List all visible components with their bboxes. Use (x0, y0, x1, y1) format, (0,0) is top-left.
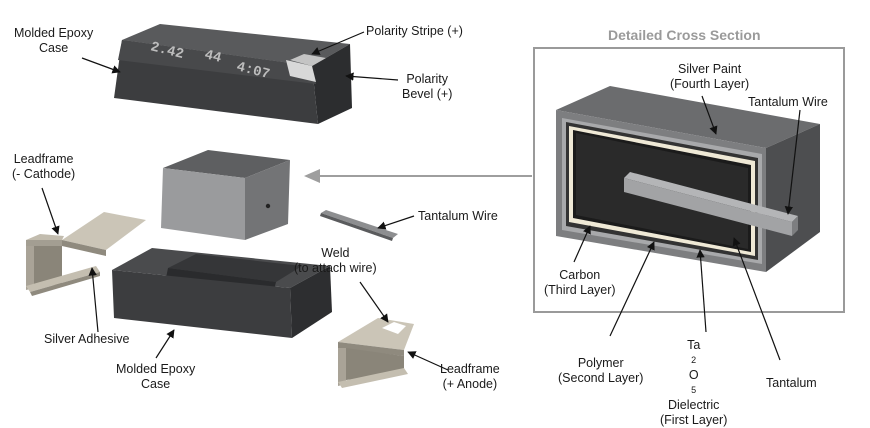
leader-polymer (609, 241, 655, 337)
cross-section-tantalum-wire (624, 172, 798, 236)
leader-carbon (573, 225, 591, 263)
tantalum-wire-loose (320, 210, 398, 241)
label-tantalum: Tantalum (766, 376, 817, 390)
polarity-stripe-side (286, 60, 316, 82)
leader-leadframe-cathode (41, 187, 60, 235)
label-leadframe-anode: Leadframe (+ Anode) (440, 362, 500, 391)
leader-leadframe-anode (407, 351, 449, 371)
label-molded-epoxy-case-bottom: Molded Epoxy Case (116, 362, 196, 391)
leader-lines (41, 31, 449, 371)
leader-polarity-stripe (311, 31, 365, 55)
label-leadframe-cathode: Leadframe (- Cathode) (12, 152, 76, 181)
label-carbon: Carbon (Third Layer) (544, 268, 616, 297)
leader-tantalum-wire-xs (784, 109, 801, 215)
label-silver-paint: Silver Paint (Fourth Layer) (670, 62, 750, 91)
wire-hole (265, 203, 271, 209)
case-marking-line-1: 2.42 (149, 39, 185, 63)
leader-weld (359, 281, 389, 323)
leadframe-cathode (26, 212, 146, 296)
leader-silver-adhesive (88, 267, 99, 333)
label-tantalum-wire-xs: Tantalum Wire (748, 95, 828, 109)
exploded-diagram: 2.42 44 4:07 (26, 24, 845, 388)
cross-section-title: Detailed Cross Section (608, 27, 761, 43)
label-polarity-bevel: Polarity Bevel (+) (402, 72, 453, 101)
leader-polarity-bevel (345, 72, 399, 81)
molded-epoxy-case-bottom (112, 248, 332, 338)
leader-dielectric (696, 249, 707, 333)
leader-tantalum (732, 237, 781, 361)
cross-section-pointer-arrow (304, 169, 532, 183)
case-marking: 2.42 44 4:07 (149, 39, 271, 83)
leader-case-top (81, 57, 121, 74)
cross-section-leader-lines (573, 95, 801, 361)
polarity-stripe (290, 54, 326, 66)
label-tantalum-wire-mid: Tantalum Wire (418, 209, 498, 223)
label-molded-epoxy-case-top: Molded Epoxy Case (14, 26, 94, 55)
label-polarity-stripe: Polarity Stripe (+) (366, 24, 463, 38)
leader-silver-paint (701, 95, 718, 135)
tantalum-anode-block (161, 150, 290, 240)
label-polymer: Polymer (Second Layer) (558, 356, 644, 385)
case-marking-line-2: 44 (203, 47, 223, 67)
leadframe-anode (338, 318, 414, 388)
leader-case-bottom (155, 329, 175, 359)
label-weld: Weld (to attach wire) (294, 246, 377, 275)
leader-tantalum-wire-mid (377, 215, 415, 230)
case-marking-line-3: 4:07 (235, 59, 271, 83)
molded-epoxy-case-top (114, 24, 352, 124)
label-silver-adhesive: Silver Adhesive (44, 332, 130, 346)
